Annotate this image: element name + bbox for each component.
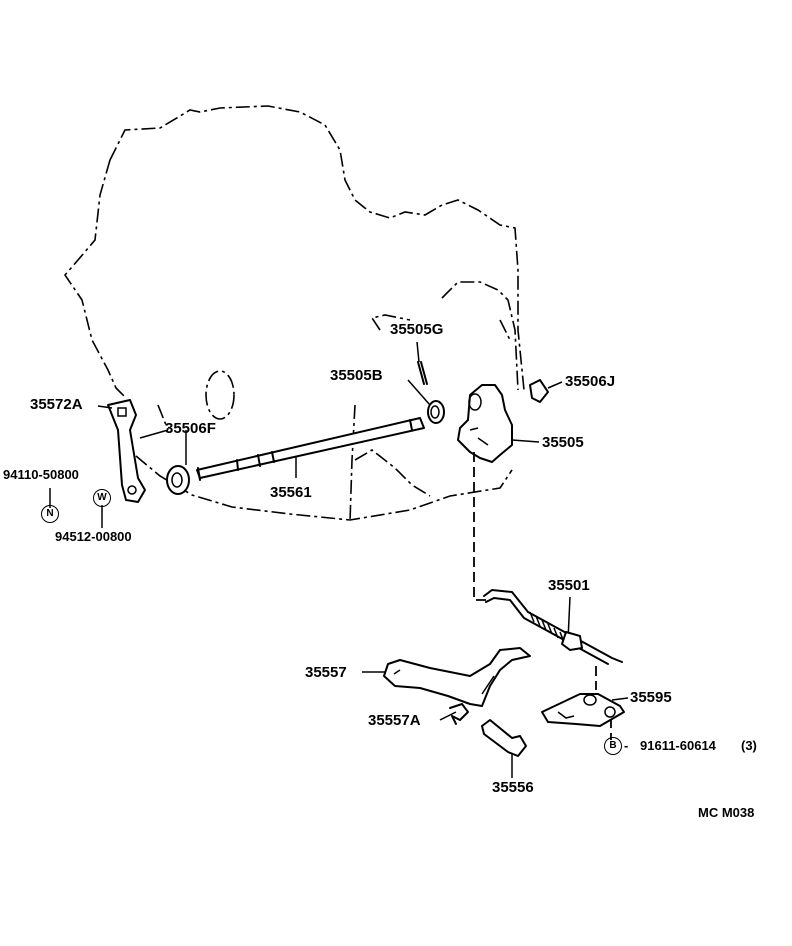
label-qty-91611-60614: (3) (741, 738, 757, 753)
oil-seal (166, 465, 190, 495)
leader-lines (49, 341, 629, 778)
spring-pin (417, 361, 428, 385)
detent-lever (383, 647, 531, 707)
bracket (541, 693, 625, 727)
clevis-pin (481, 719, 527, 757)
torsion-spring (449, 703, 469, 725)
control-rod (483, 589, 623, 665)
shift-lever (457, 384, 513, 463)
label-35501[interactable]: 35501 (548, 577, 590, 594)
retaining-clip (529, 379, 549, 403)
label-35505[interactable]: 35505 (542, 434, 584, 451)
case-inner-edge (349, 404, 431, 523)
case-bore-circle (205, 370, 235, 420)
label-35572A[interactable]: 35572A (30, 396, 83, 413)
transmission-case-outline (63, 105, 525, 431)
label-35505B[interactable]: 35505B (330, 367, 383, 384)
label-35595[interactable]: 35595 (630, 689, 672, 706)
connection-line (473, 452, 490, 601)
label-94512-00800[interactable]: 94512-00800 (55, 529, 132, 544)
shift-shaft (196, 417, 425, 481)
manual-lever (107, 399, 146, 503)
label-35556[interactable]: 35556 (492, 779, 534, 796)
case-bracket-edge (370, 314, 511, 341)
label-35506F[interactable]: 35506F (165, 420, 216, 437)
case-lower-edge (135, 455, 513, 521)
label-35505G[interactable]: 35505G (390, 321, 444, 338)
nut-symbol-icon: N (41, 505, 59, 523)
label-35557[interactable]: 35557 (305, 664, 347, 681)
bolt-dash: - (624, 738, 629, 753)
bolt-symbol-icon: B (604, 737, 622, 755)
diagram-code: MC M038 (698, 805, 755, 820)
label-35506J[interactable]: 35506J (565, 373, 616, 390)
label-91611-60614[interactable]: 91611-60614 (640, 738, 716, 753)
label-35557A[interactable]: 35557A (368, 712, 421, 729)
o-ring (427, 400, 445, 424)
label-94110-50800[interactable]: 94110-50800 (3, 467, 79, 482)
washer-symbol-icon: W (93, 489, 111, 507)
label-35561[interactable]: 35561 (270, 484, 312, 501)
